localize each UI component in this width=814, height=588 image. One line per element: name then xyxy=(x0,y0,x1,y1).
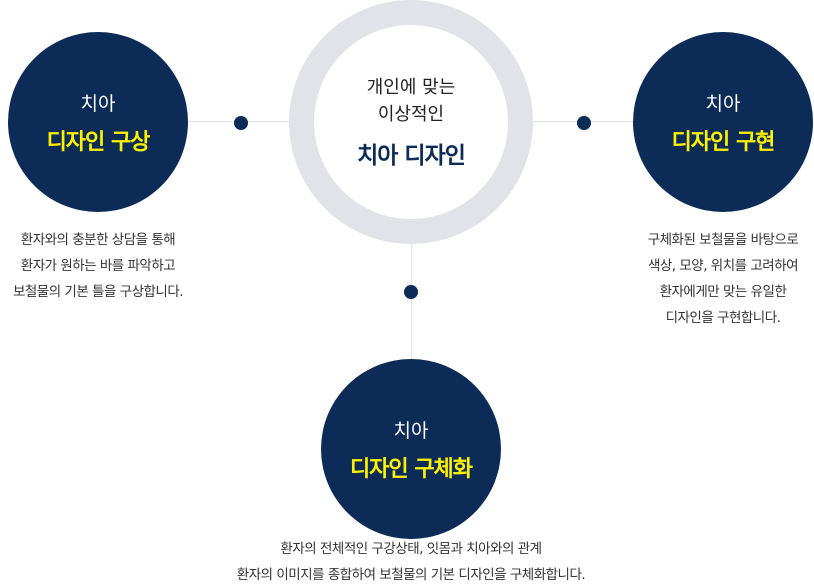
step-title: 디자인 구체화 xyxy=(349,456,473,482)
step-desc-implement: 구체화된 보철물을 바탕으로 색상, 모양, 위치를 고려하여 환자에게만 맞는… xyxy=(613,227,814,331)
desc-line: 환자의 전체적인 구강상태, 잇몸과 치아와의 관계 xyxy=(280,541,542,557)
center-line2: 이상적인 xyxy=(377,104,445,125)
center-line1: 개인에 맞는 xyxy=(366,77,456,98)
step-title: 디자인 구현 xyxy=(671,129,776,155)
desc-line: 환자의 이미지를 종합하여 보철물의 기본 디자인을 구체화합니다. xyxy=(236,567,586,583)
desc-line: 환자에게만 맞는 유일한 xyxy=(659,284,787,300)
desc-line: 디자인을 구현합니다. xyxy=(665,310,781,326)
step-desc-plan: 환자와의 충분한 상담을 통해 환자가 원하는 바를 파악하고 보철물의 기본 … xyxy=(0,227,198,305)
step-title: 디자인 구상 xyxy=(46,129,151,155)
center-title: 치아 디자인 xyxy=(357,143,466,169)
desc-line: 환자가 원하는 바를 파악하고 xyxy=(20,258,176,274)
step-desc-concretize: 환자의 전체적인 구강상태, 잇몸과 치아와의 관계 환자의 이미지를 종합하여… xyxy=(161,536,661,588)
step-circle-plan: 치아 디자인 구상 xyxy=(8,32,188,212)
step-sub: 치아 xyxy=(393,419,429,442)
connector-dot-left xyxy=(234,116,248,130)
step-circle-concretize: 치아 디자인 구체화 xyxy=(321,359,501,539)
step-sub: 치아 xyxy=(705,92,741,115)
step-circle-implement: 치아 디자인 구현 xyxy=(633,32,813,212)
desc-line: 보철물의 기본 틀을 구상합니다. xyxy=(12,284,184,300)
desc-line: 구체화된 보철물을 바탕으로 xyxy=(647,232,799,248)
connector-dot-right xyxy=(577,116,591,130)
desc-line: 환자와의 충분한 상담을 통해 xyxy=(20,232,176,248)
desc-line: 색상, 모양, 위치를 고려하여 xyxy=(647,258,799,274)
connector-dot-bottom xyxy=(404,285,418,299)
step-sub: 치아 xyxy=(80,92,116,115)
connector-vertical xyxy=(411,240,412,360)
center-ring: 개인에 맞는 이상적인 치아 디자인 xyxy=(289,0,533,244)
